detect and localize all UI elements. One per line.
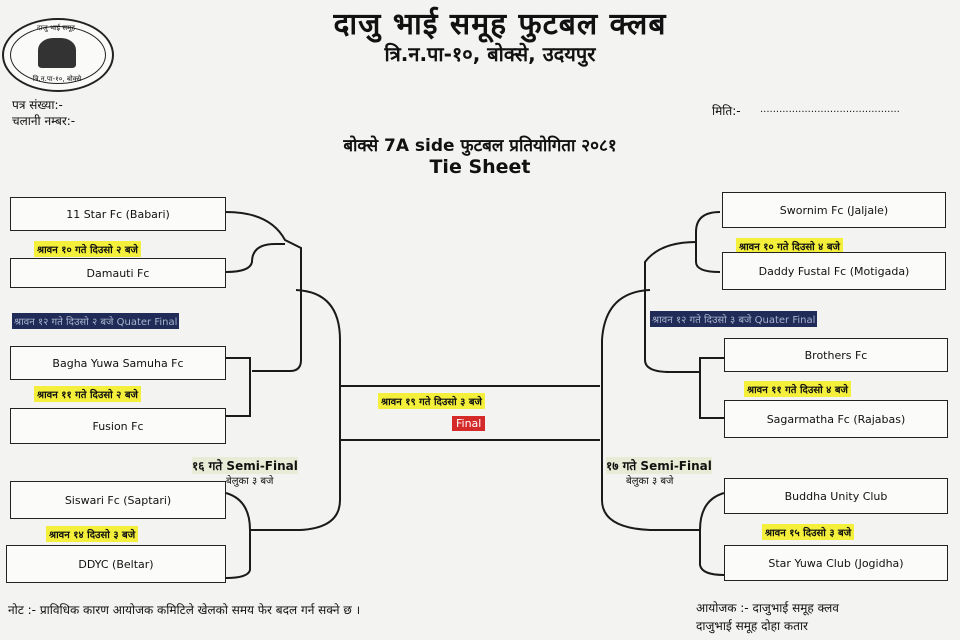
right-match3-time: श्रावन १५ दिउसो ३ बजे xyxy=(762,524,855,540)
left-match3-time: श्रावन १४ दिउसो ३ बजे xyxy=(46,526,139,542)
right-team-buddha-unity: Buddha Unity Club xyxy=(724,478,948,514)
patra-sankhya-label: पत्र संख्या:- xyxy=(12,98,63,112)
club-logo: दाजु भाई समूह त्रि.न.पा-१०, बोक्से xyxy=(2,18,114,92)
right-semi-final-time: बेलुका ३ बजे xyxy=(626,476,674,487)
left-m1-lower xyxy=(225,243,285,273)
final-label: Final xyxy=(452,416,486,431)
right-team-swornim: Swornim Fc (Jaljale) xyxy=(722,192,946,228)
organizer-line-2: दाजुभाई समूह दोहा कतार xyxy=(696,619,808,633)
left-quarter-final-label: श्रावन १२ गते दिउसो २ बजे Quater Final xyxy=(12,313,180,329)
left-team-ddyc: DDYC (Beltar) xyxy=(6,545,226,583)
club-name: दाजु भाई समूह फुटबल क्लब xyxy=(333,7,667,42)
right-match1-time: श्रावन १० गते दिउसो ४ बजे xyxy=(736,238,843,254)
right-m1-to-qf xyxy=(644,241,700,373)
right-match2-time: श्रावन ११ गते दिउसो ४ बजे xyxy=(744,381,851,397)
left-m1-connector xyxy=(225,211,302,372)
left-team-fusion: Fusion Fc xyxy=(10,408,226,444)
logo-ring xyxy=(10,26,106,84)
left-m3-connector xyxy=(225,492,251,579)
right-m2-connector xyxy=(699,357,724,419)
tournament-title: बोक्से 7A side फुटबल प्रतियोगिता २०८१ xyxy=(343,136,617,156)
left-match1-time: श्रावन १० गते दिउसो २ बजे xyxy=(34,241,141,257)
right-qf-connector xyxy=(601,289,700,531)
miti-label: मिति:- xyxy=(712,104,741,118)
right-team-daddy-fustal: Daddy Fustal Fc (Motigada) xyxy=(722,252,946,290)
right-m3-connector xyxy=(699,492,725,576)
right-team-star-yuwa: Star Yuwa Club (Jogidha) xyxy=(724,545,948,581)
left-team-siswari: Siswari Fc (Saptari) xyxy=(10,481,226,519)
right-team-brothers: Brothers Fc xyxy=(724,338,948,372)
club-address: त्रि.न.पा-१०, बोक्से, उदयपुर xyxy=(384,42,596,66)
logo-bottom-text: त्रि.न.पा-१०, बोक्से xyxy=(32,75,82,83)
left-match2-time: श्रावन ११ गते दिउसो २ बजे xyxy=(34,386,141,402)
right-quarter-final-label: श्रावन १२ गते दिउसो ३ बजे Quater Final xyxy=(650,311,818,327)
left-semi-final-time: बेलुका ३ बजे xyxy=(226,476,274,487)
final-time: श्रावन १९ गते दिउसो ३ बजे xyxy=(378,393,485,409)
left-m2-connector xyxy=(226,357,251,417)
logo-figure-icon xyxy=(38,38,76,68)
left-team-bagha-yuwa: Bagha Yuwa Samuha Fc xyxy=(10,346,226,380)
left-semi-final-label: १६ गते Semi-Final xyxy=(192,457,298,474)
left-team-damauti: Damauti Fc xyxy=(10,258,226,288)
right-semi-final-label: १७ गते Semi-Final xyxy=(606,457,712,474)
logo-top-text: दाजु भाई समूह xyxy=(37,24,75,32)
chalani-number-label: चलानी नम्बर:- xyxy=(12,114,76,128)
right-team-sagarmatha: Sagarmatha Fc (Rajabas) xyxy=(724,400,948,438)
tie-sheet-title: Tie Sheet xyxy=(429,156,531,178)
footer-note: नोट :- प्राविधिक कारण आयोजक कमिटिले खेलक… xyxy=(8,603,361,617)
miti-dots: ........................................… xyxy=(760,104,900,115)
left-qf-connector xyxy=(250,289,341,531)
left-team-11-star: 11 Star Fc (Babari) xyxy=(10,197,226,231)
organizer-line-1: आयोजक :- दाजुभाई समूह क्लव xyxy=(696,601,839,615)
right-m1-connector xyxy=(695,211,721,273)
